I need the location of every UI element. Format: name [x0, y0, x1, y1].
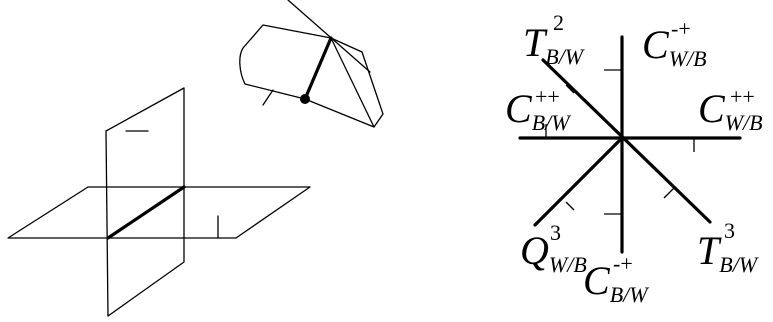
label-C-pp-B-W: CB/W++: [505, 84, 571, 135]
intersection-edge: [106, 185, 186, 240]
label-C-pp-W-B: CW/B++: [698, 84, 763, 135]
star-line-diag-down: [541, 58, 712, 224]
junction-labels: TB/W2 CW/B-+ CB/W++ CW/B++ QW/B3 CB/W-+ …: [505, 10, 763, 307]
fold-tail: [262, 89, 274, 106]
label-Q3-W-B: QW/B3: [520, 220, 587, 277]
fold-vertex-dot: [300, 94, 310, 104]
star-ticks: [545, 69, 695, 215]
folded-surface-outline: [239, 24, 384, 128]
tick-southeast: [663, 187, 675, 199]
folded-surface-drawing: [239, 0, 384, 128]
junction-star-drawing: [518, 35, 742, 254]
star-line-diag-up: [533, 136, 624, 227]
horizontal-plane: [7, 186, 311, 239]
label-C-mp-W-B: CW/B-+: [642, 16, 707, 71]
tick-northwest: [565, 84, 575, 94]
label-T2-B-W: TB/W2: [523, 10, 585, 69]
intersecting-planes-drawing: [7, 87, 311, 317]
fold-ridge: [287, 0, 371, 73]
label-T3-B-W: TB/W3: [697, 218, 759, 277]
label-C-mp-B-W: CB/W-+: [583, 251, 649, 307]
fold-crease: [330, 37, 375, 128]
fold-thick-edge: [303, 36, 333, 101]
vertical-plane: [105, 87, 185, 317]
tick-southwest: [565, 201, 575, 211]
